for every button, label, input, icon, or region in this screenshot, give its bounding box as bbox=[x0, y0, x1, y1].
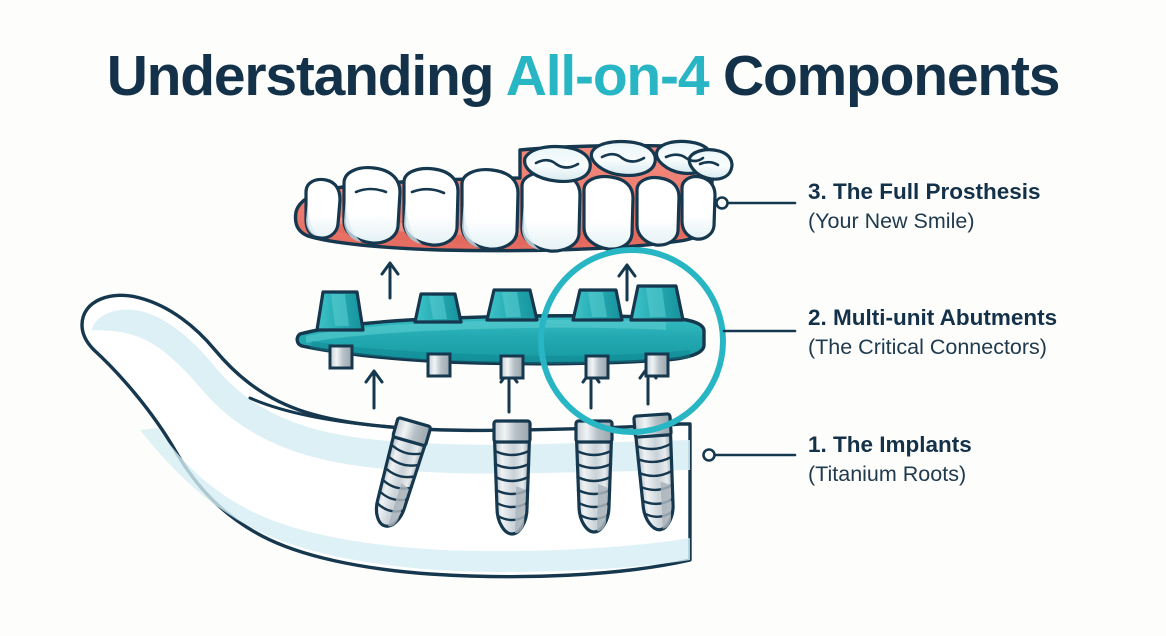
callout-leader-lines bbox=[702, 196, 797, 462]
implant-apex-shadow bbox=[597, 484, 608, 532]
callout-title: 3. The Full Prosthesis bbox=[808, 179, 1041, 204]
leader-line-implants bbox=[702, 448, 797, 462]
callout-subtitle: (Your New Smile) bbox=[808, 208, 975, 233]
tooth bbox=[582, 174, 635, 251]
abutment-screw-seat bbox=[584, 354, 610, 380]
upward-assembly-arrow bbox=[364, 369, 384, 410]
implant-apex-shadow bbox=[515, 486, 526, 534]
upward-assembly-arrow bbox=[617, 263, 637, 302]
molar bbox=[687, 148, 734, 181]
tooth-shading bbox=[306, 196, 540, 250]
abutment-post bbox=[315, 290, 365, 370]
tooth-surface-detail bbox=[354, 187, 446, 195]
abutment-screw-seat bbox=[644, 352, 670, 378]
implant-collar bbox=[492, 419, 532, 444]
implant-screw bbox=[374, 416, 432, 528]
jawbone-shading-lower bbox=[140, 428, 690, 572]
leader-line-prosthesis bbox=[715, 196, 797, 210]
upward-assembly-arrow bbox=[380, 261, 400, 300]
leader-dot bbox=[715, 196, 729, 210]
callout-title: 1. The Implants bbox=[808, 432, 972, 457]
jawbone-ridge-line bbox=[248, 396, 394, 429]
abutment-post bbox=[413, 292, 463, 378]
abutment-bar bbox=[295, 284, 706, 380]
callout-implants: 1. The Implants (Titanium Roots) bbox=[808, 432, 972, 487]
molar-fissure-detail bbox=[534, 152, 720, 169]
prosthesis-arch bbox=[293, 139, 734, 253]
abutment-post bbox=[571, 288, 624, 380]
callout-subtitle: (The Critical Connectors) bbox=[808, 334, 1047, 359]
callout-prosthesis: 3. The Full Prosthesis (Your New Smile) bbox=[808, 179, 1041, 234]
abutment-post bbox=[485, 288, 539, 380]
abutment-post bbox=[629, 284, 685, 378]
prosthesis-teeth-front bbox=[304, 166, 717, 253]
prosthesis-teeth-back bbox=[306, 139, 734, 250]
implant-apex-shadow bbox=[387, 482, 409, 527]
jawbone bbox=[80, 293, 692, 579]
abutment-bar-highlight bbox=[306, 319, 666, 343]
leader-dot bbox=[702, 448, 716, 462]
tooth bbox=[304, 177, 342, 240]
abutment-screw-seat bbox=[426, 352, 452, 378]
tooth bbox=[680, 174, 717, 241]
tooth bbox=[635, 175, 681, 247]
implant-screw bbox=[574, 419, 614, 534]
abutment-screw-seat bbox=[499, 354, 525, 380]
abutment-screw-seat bbox=[328, 344, 354, 370]
upward-assembly-arrow-row-upper bbox=[380, 261, 637, 302]
implant-screw bbox=[492, 419, 532, 536]
jawbone-shading-upper bbox=[92, 309, 690, 474]
implant-collar bbox=[391, 416, 432, 447]
implant-apex-shadow bbox=[660, 481, 672, 529]
callout-abutments: 2. Multi-unit Abutments (The Critical Co… bbox=[808, 305, 1057, 360]
abutment-highlight-circle bbox=[538, 247, 726, 435]
callout-subtitle: (Titanium Roots) bbox=[808, 461, 967, 486]
implant-screw bbox=[632, 412, 675, 532]
callout-title: 2. Multi-unit Abutments bbox=[808, 305, 1058, 330]
